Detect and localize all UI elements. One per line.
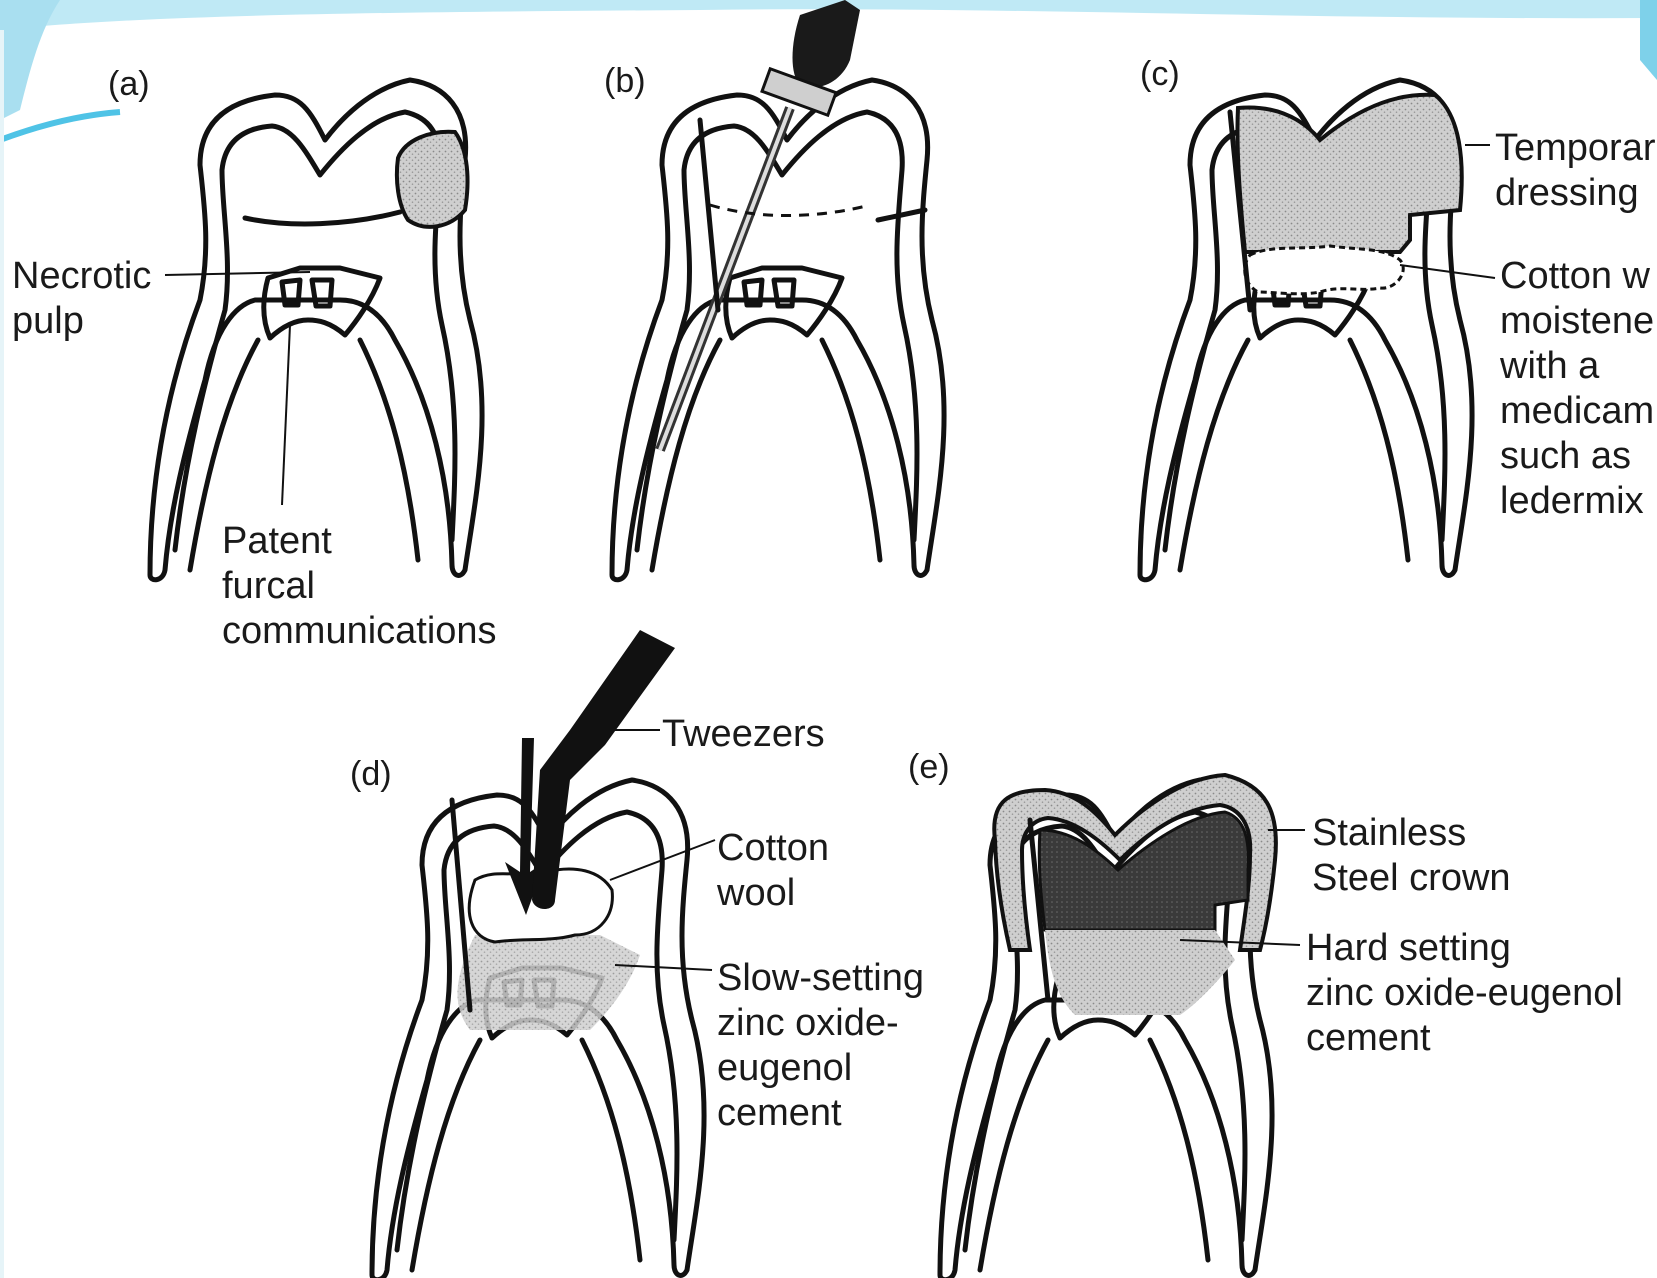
panel-e: (e) Stainless Steel crown Hard setting z… xyxy=(908,748,1633,1278)
panel-a: (a) Necrotic pulp Patent furcal communic… xyxy=(12,65,497,652)
callout-cotton-wool: Cotton wool xyxy=(716,827,840,914)
callout-stainless-steel-crown: Stainless Steel crown xyxy=(1312,812,1511,899)
callout-temporary-dressing: Temporar dressing xyxy=(1495,127,1657,214)
caries-lesion xyxy=(397,132,468,227)
callout-necrotic-pulp: Necrotic pulp xyxy=(12,255,162,342)
cut-line xyxy=(710,205,870,216)
slow-setting-cement xyxy=(458,935,641,1030)
panel-d: (d) Tweezers Cotton wool Slow-setting zi… xyxy=(350,630,935,1278)
panel-c: (c) Temporar dressing Cotton w moistene … xyxy=(1140,55,1657,580)
callout-tweezers: Tweezers xyxy=(662,713,825,755)
panel-b: (b) xyxy=(604,0,944,580)
callout-slow-setting: Slow-setting zinc oxide- eugenol cement xyxy=(717,957,935,1134)
panel-b-label: (b) xyxy=(604,62,646,100)
panel-e-label: (e) xyxy=(908,748,950,786)
tweezers-icon xyxy=(532,630,675,909)
cotton-pellet xyxy=(1245,246,1404,294)
callout-patent-furcal: Patent furcal communications xyxy=(222,520,497,652)
callout-cotton-medicament: Cotton w moistene with a medicam such as… xyxy=(1499,255,1657,522)
panel-a-label: (a) xyxy=(108,65,150,103)
handpiece-icon xyxy=(793,0,861,88)
hard-setting-cement xyxy=(1045,930,1235,1015)
panel-d-label: (d) xyxy=(350,755,392,793)
callout-hard-setting: Hard setting zinc oxide-eugenol cement xyxy=(1306,927,1633,1059)
panel-c-label: (c) xyxy=(1140,55,1180,93)
